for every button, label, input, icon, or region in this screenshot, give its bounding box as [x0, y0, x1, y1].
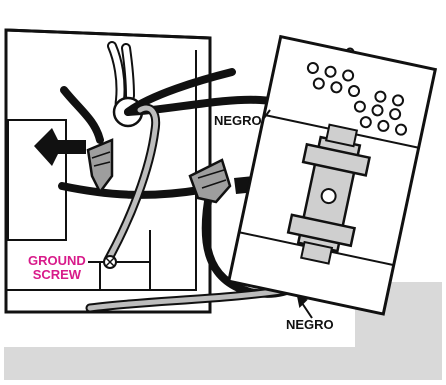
ground-screw-label: GROUND SCREW	[28, 254, 86, 281]
ground-screw-icon	[104, 256, 116, 268]
negro-label-lower: NEGRO	[286, 318, 334, 331]
negro-label-upper: NEGRO	[214, 114, 262, 127]
ground-label-line2: SCREW	[28, 268, 86, 281]
ground-label-line1: GROUND	[28, 254, 86, 267]
